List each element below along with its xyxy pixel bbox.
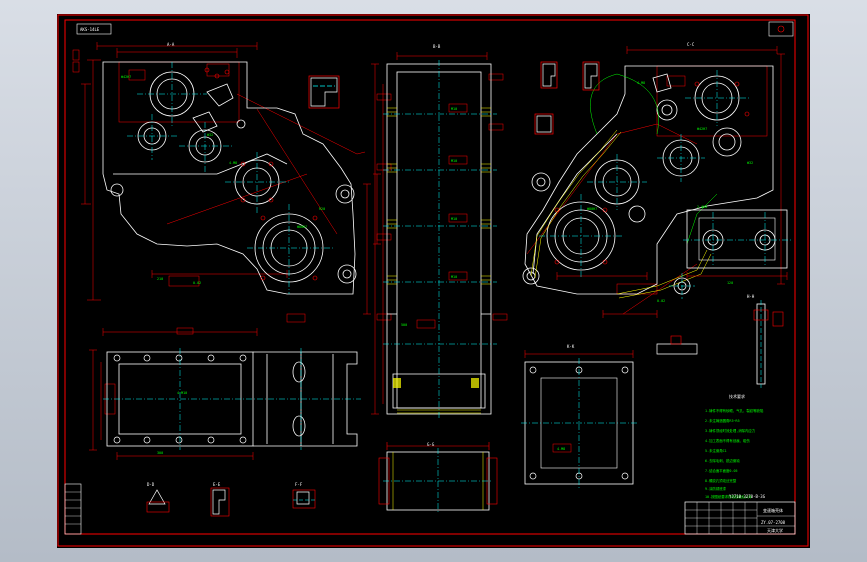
svg-text:Φ32: Φ32 [207, 133, 213, 137]
detail-top-center [308, 75, 340, 109]
detail-boss [669, 273, 695, 299]
drawing-code: ZY.07-2708 [761, 520, 786, 525]
detail-profile-2 [210, 487, 230, 517]
top-right-mark [777, 25, 785, 33]
note-6: 6.去除毛刺、锐边倒钝 [705, 458, 740, 463]
drawing-viewport[interactable]: AKS-14LE [57, 14, 810, 548]
svg-text:M10: M10 [451, 159, 457, 163]
title-block: 变速箱壳体 YJ710-3270-B-3G ZY.07-2708 天津大学 [684, 494, 796, 535]
view-housing-left: Φ42H7 Φ32 4-M8 Φ80H7 210 R20 0.02 [81, 42, 381, 323]
section-label-d: D-D [147, 482, 155, 487]
detail-pin [656, 335, 698, 355]
part-name: 变速箱壳体 [763, 507, 783, 513]
top-left-tag: AKS-14LE [80, 27, 100, 32]
note-4: 4.加工表面不得有划痕、碰伤 [705, 438, 750, 443]
note-5: 5.未注倒角C1 [705, 448, 727, 453]
svg-text:0.02: 0.02 [193, 281, 201, 285]
cad-drawing: AKS-14LE [57, 14, 809, 547]
svg-text:4-M8: 4-M8 [637, 81, 645, 85]
detail-rod [753, 300, 784, 388]
svg-text:Φ42H7: Φ42H7 [697, 127, 707, 131]
svg-text:Φ80H7: Φ80H7 [587, 207, 597, 211]
note-9: 9.涂防锈底漆 [705, 486, 727, 491]
detail-top-right-small [534, 61, 600, 135]
title-block-small: 天津大学 [767, 527, 783, 533]
note-2: 2.未注铸造圆角R3~R5 [705, 418, 740, 423]
svg-text:R20: R20 [319, 207, 325, 211]
drawing-number: YJ710-3270-B-3G [729, 494, 766, 499]
svg-text:4-M8: 4-M8 [229, 161, 237, 165]
note-1: 1.铸件不得有砂眼、气孔、裂纹等缺陷 [705, 408, 764, 413]
view-square-plate: 4-M8 [521, 350, 637, 488]
view-bracket: 120 2-Φ20 [683, 205, 793, 285]
technical-notes: 技术要求 1.铸件不得有砂眼、气孔、裂纹等缺陷 2.未注铸造圆角R3~R5 3.… [705, 393, 764, 499]
note-10: 10.按图纸要求检验合格后入库 [705, 494, 752, 499]
svg-text:4-M8: 4-M8 [557, 447, 565, 451]
section-label-a: A-A [167, 42, 175, 47]
svg-text:Φ32: Φ32 [747, 161, 753, 165]
view-bottom-center [378, 442, 498, 514]
section-label-b: B-B [433, 44, 441, 49]
revision-table [64, 483, 82, 535]
view-long-section: M10 M10 M10 M10 500 [371, 52, 508, 418]
svg-text:M10: M10 [451, 107, 457, 111]
section-label-k: K-K [567, 344, 575, 349]
note-3: 3.铸件须经时效处理,消除内应力 [705, 428, 756, 433]
svg-text:Φ42H7: Φ42H7 [121, 75, 131, 79]
view1-annotations: Φ42H7 Φ32 4-M8 Φ80H7 210 R20 0.02 [121, 75, 325, 285]
svg-text:Φ80H7: Φ80H7 [297, 225, 307, 229]
note-8: 8.螺纹孔须攻丝完整 [705, 478, 737, 483]
svg-text:2-Φ20: 2-Φ20 [697, 205, 707, 209]
section-labels: A-A B-B C-C D-D E-E F-F G-G H-H K-K [147, 42, 755, 487]
svg-text:210: 210 [157, 277, 163, 281]
section-label-g: G-G [427, 442, 435, 447]
view-housing-right: Φ42H7 Φ80H7 4-M8 0.02 Φ32 [522, 46, 785, 318]
note-7: 7.结合面平面度0.05 [705, 468, 738, 473]
view-bottom-plate: 4-M10 300 [89, 327, 361, 460]
svg-text:M10: M10 [451, 275, 457, 279]
detail-profile-1 [146, 489, 170, 513]
sheet-border [57, 14, 809, 547]
svg-text:300: 300 [157, 451, 163, 455]
svg-text:4-M10: 4-M10 [177, 391, 187, 395]
section-label-f: F-F [295, 482, 303, 487]
svg-text:M10: M10 [451, 217, 457, 221]
section-label-h: H-H [747, 294, 755, 299]
notes-title: 技术要求 [729, 393, 745, 399]
drawing-frame [64, 19, 796, 535]
top-right-mark-box [768, 21, 794, 37]
top-left-tag-box [76, 23, 112, 35]
section-label-e: E-E [213, 482, 221, 487]
svg-text:0.02: 0.02 [657, 299, 665, 303]
section-label-c: C-C [687, 42, 695, 47]
svg-text:500: 500 [401, 323, 407, 327]
svg-text:120: 120 [727, 281, 733, 285]
detail-profile-3 [292, 489, 317, 509]
